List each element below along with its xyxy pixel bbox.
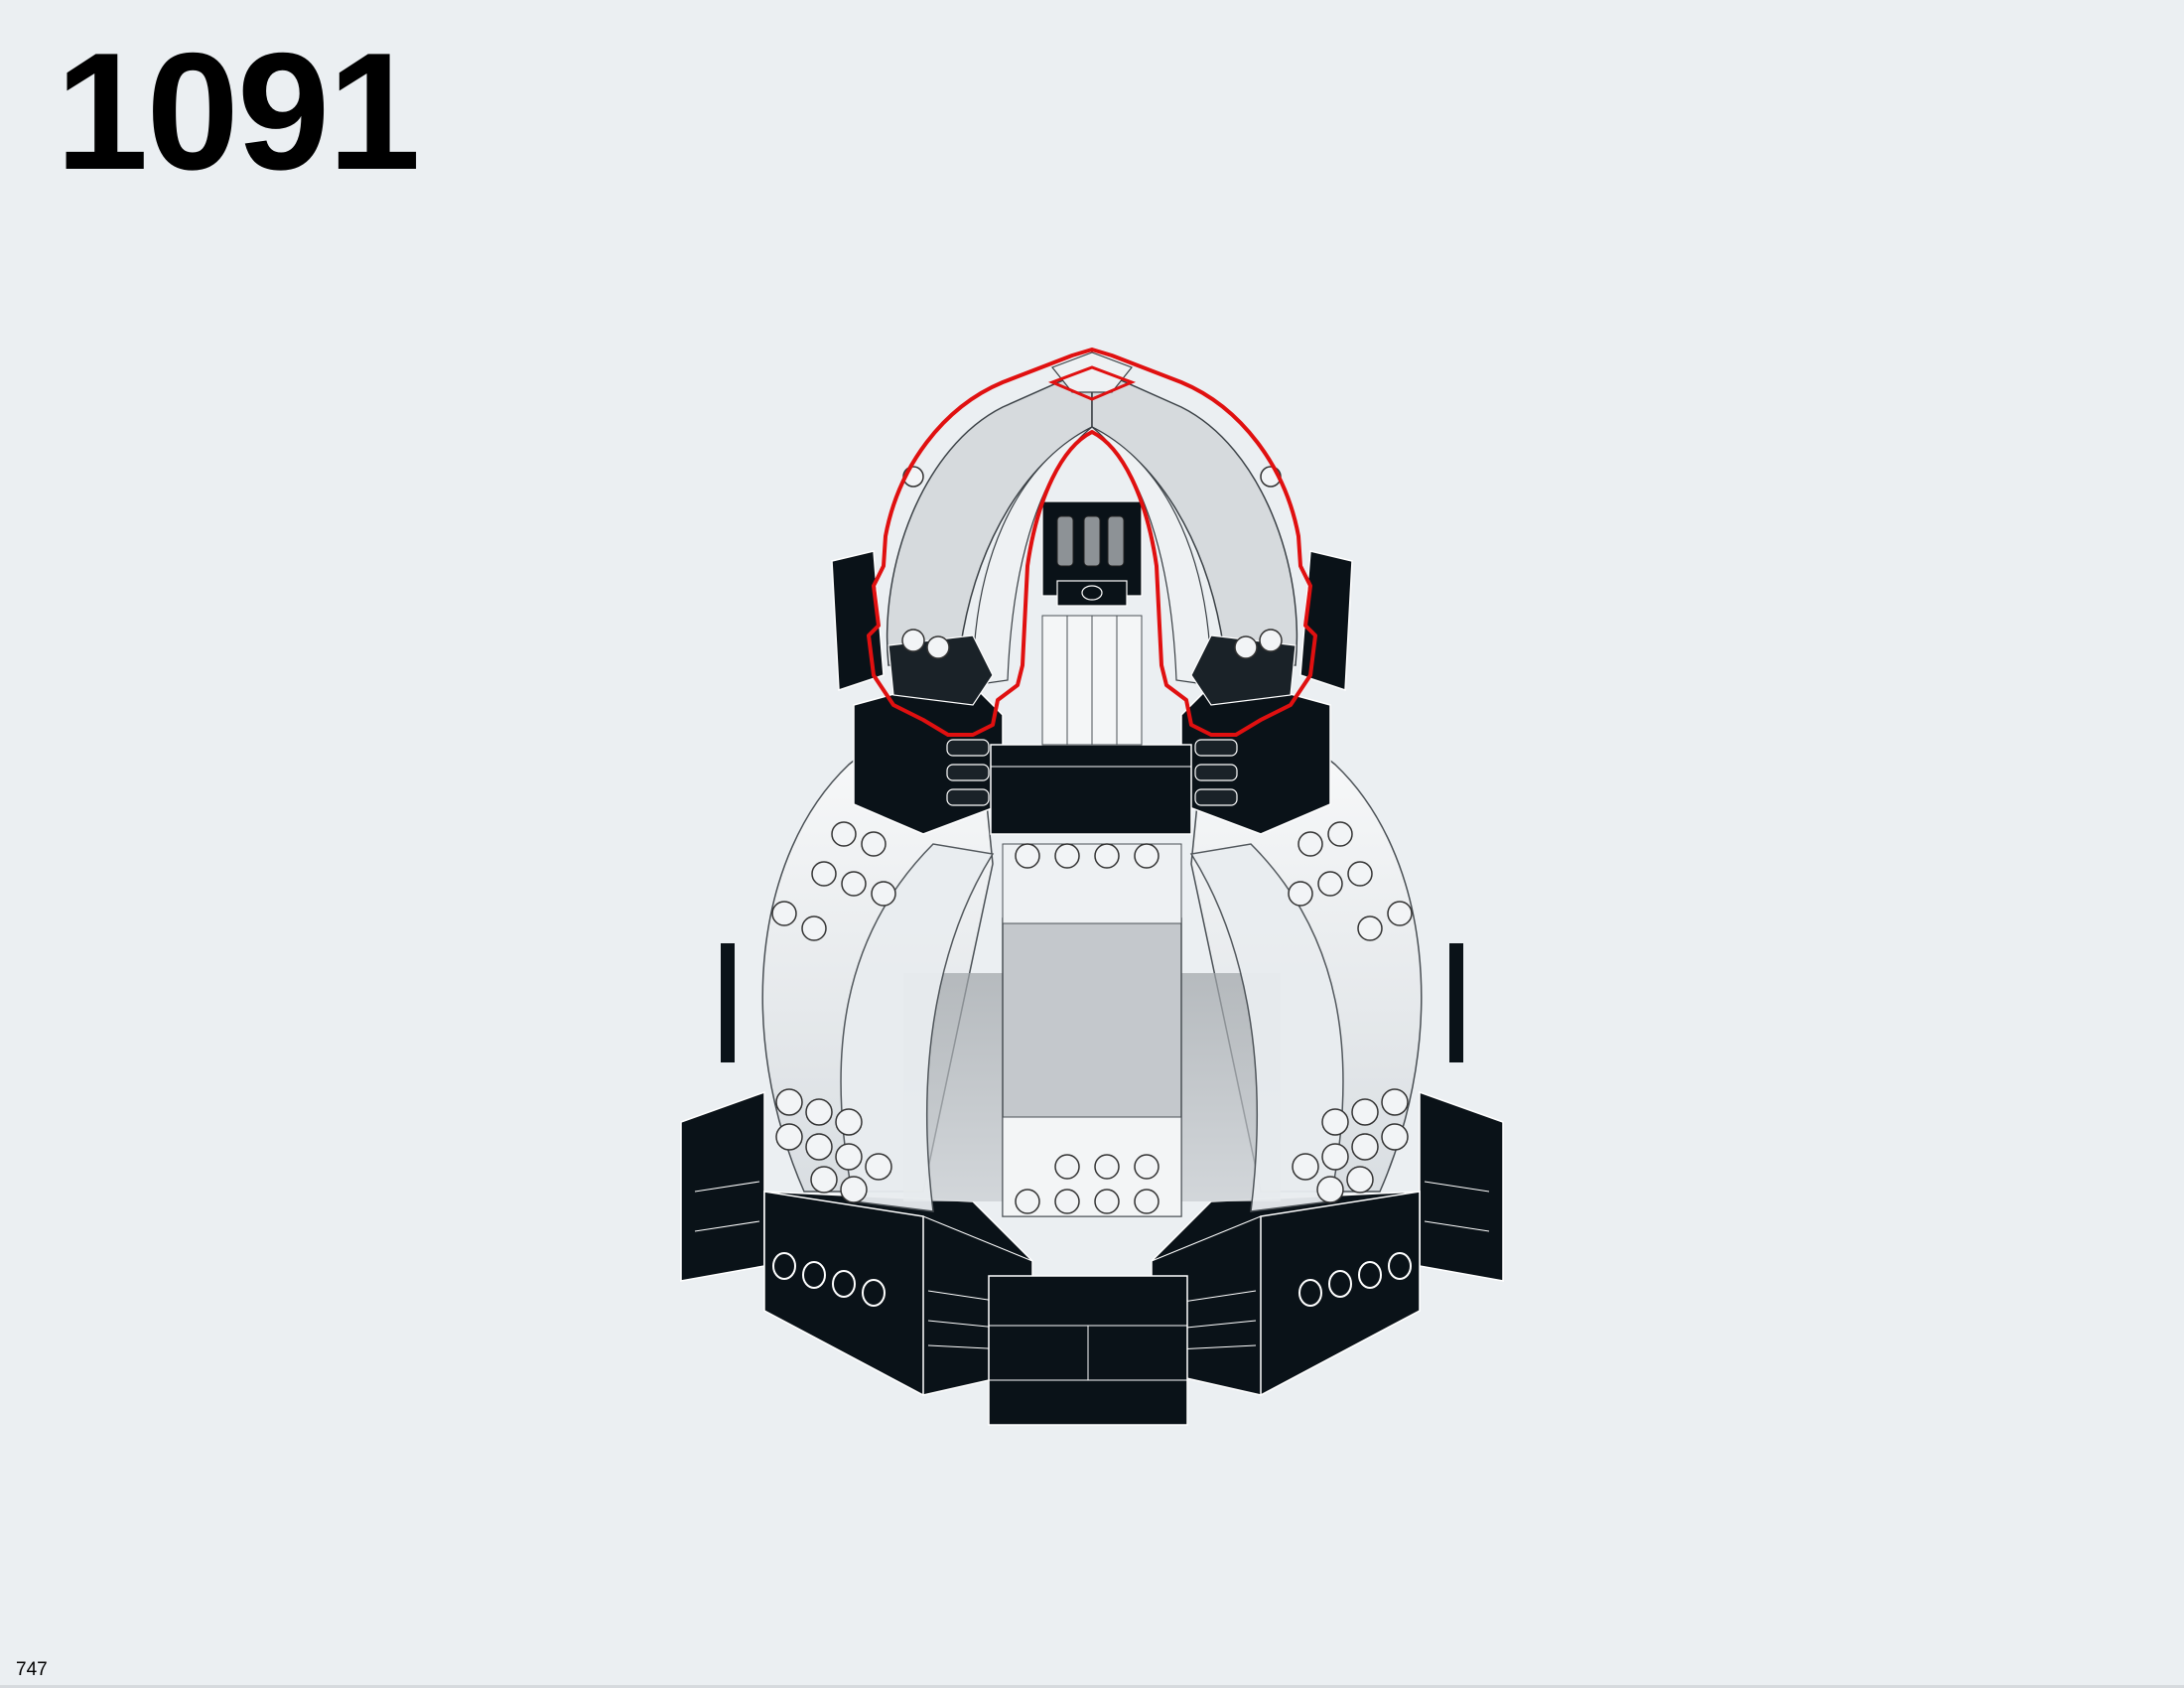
model-illustration	[675, 338, 1509, 1440]
new-part-highlight	[867, 348, 1317, 737]
mid-bricks	[831, 500, 1353, 835]
transparent-panels	[721, 663, 1463, 1217]
step-number: 1091	[56, 18, 421, 205]
base-bricks	[680, 1090, 1504, 1426]
page-number: 747	[16, 1659, 48, 1680]
page-bottom-border	[0, 1685, 2184, 1688]
